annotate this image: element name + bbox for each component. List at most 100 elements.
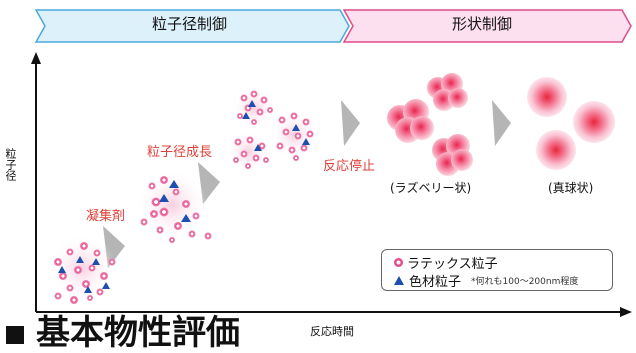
pigment-particle: [58, 266, 66, 273]
section-title-text: 基本物性評価: [36, 313, 240, 353]
latex-particle: [192, 212, 200, 220]
latex-particle: [59, 272, 67, 280]
latex-particle: [159, 207, 169, 217]
latex-particle: [172, 188, 180, 196]
latex-particle: [148, 182, 156, 190]
latex-particle: [302, 118, 310, 126]
raspberry-particle-1: [387, 99, 434, 143]
latex-particle: [140, 218, 148, 226]
x-axis-arrowhead: [620, 307, 632, 317]
latex-particle: [151, 197, 161, 207]
pigment-particle: [242, 112, 250, 119]
latex-particle: [240, 94, 248, 102]
pigment-particle: [254, 144, 262, 151]
latex-legend-icon: [394, 258, 403, 267]
latex-particle: [306, 130, 314, 138]
latex-particle: [150, 210, 158, 218]
pigment-particle: [84, 286, 92, 293]
latex-particle: [66, 284, 74, 292]
latex-particle: [258, 142, 266, 150]
pigment-particle: [181, 214, 191, 222]
latex-particle: [169, 237, 175, 243]
latex-particle: [252, 154, 260, 162]
step-label-aggregation: 凝集剤: [86, 209, 126, 224]
latex-particle: [54, 292, 62, 300]
banner-right-shape: [342, 9, 632, 43]
latex-particle: [256, 108, 264, 116]
latex-particle: [237, 113, 243, 119]
latex-particles: [54, 90, 314, 304]
latex-particle: [276, 142, 284, 150]
pigment-particle: [302, 138, 310, 145]
latex-particle: [290, 112, 298, 120]
spherical-particle-3: [536, 130, 576, 170]
cluster-haze: [136, 169, 208, 241]
latex-particle: [294, 132, 302, 140]
section-bullet-icon: [6, 325, 24, 344]
latex-particle: [74, 266, 82, 274]
latex-particle: [80, 242, 88, 250]
latex-particle: [251, 119, 257, 125]
latex-particle: [160, 176, 168, 184]
legend-row-pigment: 色材粒子 *何れも100～200nm程度: [394, 271, 578, 290]
latex-particle: [263, 157, 269, 163]
latex-particle: [156, 226, 164, 234]
latex-particle: [54, 258, 62, 266]
spherical-particle-2: [573, 101, 615, 143]
banner-right-title: 形状制御: [452, 15, 513, 33]
y-axis-arrowhead: [31, 52, 41, 64]
pigment-particle: [169, 180, 179, 188]
pigment-particle: [76, 256, 84, 263]
latex-particle: [87, 295, 93, 301]
x-axis-label: 反応時間: [310, 325, 354, 338]
legend-pigment-label: 色材粒子: [409, 275, 462, 290]
pigment-particles: [58, 100, 310, 293]
latex-particle: [278, 116, 286, 124]
latex-particle: [240, 150, 248, 158]
step-chevron-4: [492, 100, 511, 146]
latex-particle: [88, 264, 96, 272]
latex-particle: [182, 200, 190, 208]
legend-box: ラテックス粒子 色材粒子 *何れも100～200nm程度: [381, 249, 613, 291]
raspberry-particle-3: [432, 134, 473, 176]
latex-particle: [174, 222, 182, 230]
banner-left-title: 粒子径制御: [152, 15, 228, 33]
legend-row-latex: ラテックス粒子: [394, 253, 498, 272]
pigment-particle: [102, 282, 110, 289]
step-chevron-3: [341, 100, 360, 146]
latex-particle: [250, 90, 258, 98]
latex-particle: [66, 248, 74, 256]
latex-particle: [188, 230, 196, 238]
latex-particle: [93, 249, 101, 257]
spherical-particles: [527, 77, 615, 170]
section-title: 基本物性評価: [0, 316, 240, 350]
latex-particle: [288, 146, 296, 154]
latex-particle: [96, 288, 104, 296]
latex-particle: [233, 157, 239, 163]
latex-particle: [293, 155, 299, 161]
pigment-particle: [292, 124, 300, 131]
shape-label-raspberry: (ラズベリー状): [390, 181, 472, 195]
raspberry-particle-2: [427, 73, 468, 111]
pigment-legend-icon: [394, 276, 404, 285]
raspberry-particles: [387, 73, 473, 176]
step-label-growth: 粒子径成長: [147, 145, 213, 160]
latex-particle: [300, 144, 308, 152]
latex-particle: [282, 128, 290, 136]
legend-note: *何れも100～200nm程度: [471, 277, 579, 287]
pigment-particle: [248, 100, 256, 107]
spherical-particle-1: [527, 77, 567, 117]
latex-particle: [100, 272, 108, 280]
step-label-stop: 反応停止: [323, 159, 376, 174]
latex-particle: [260, 96, 268, 104]
shape-label-spherical: (真球状): [548, 181, 594, 195]
banner-left-shape: [34, 9, 350, 43]
y-axis-label: 粒子径: [4, 148, 17, 181]
pigment-particle: [92, 258, 100, 265]
pigment-particle: [159, 194, 169, 202]
latex-particle: [234, 138, 242, 146]
latex-particle: [267, 107, 273, 113]
latex-particle: [108, 258, 116, 266]
